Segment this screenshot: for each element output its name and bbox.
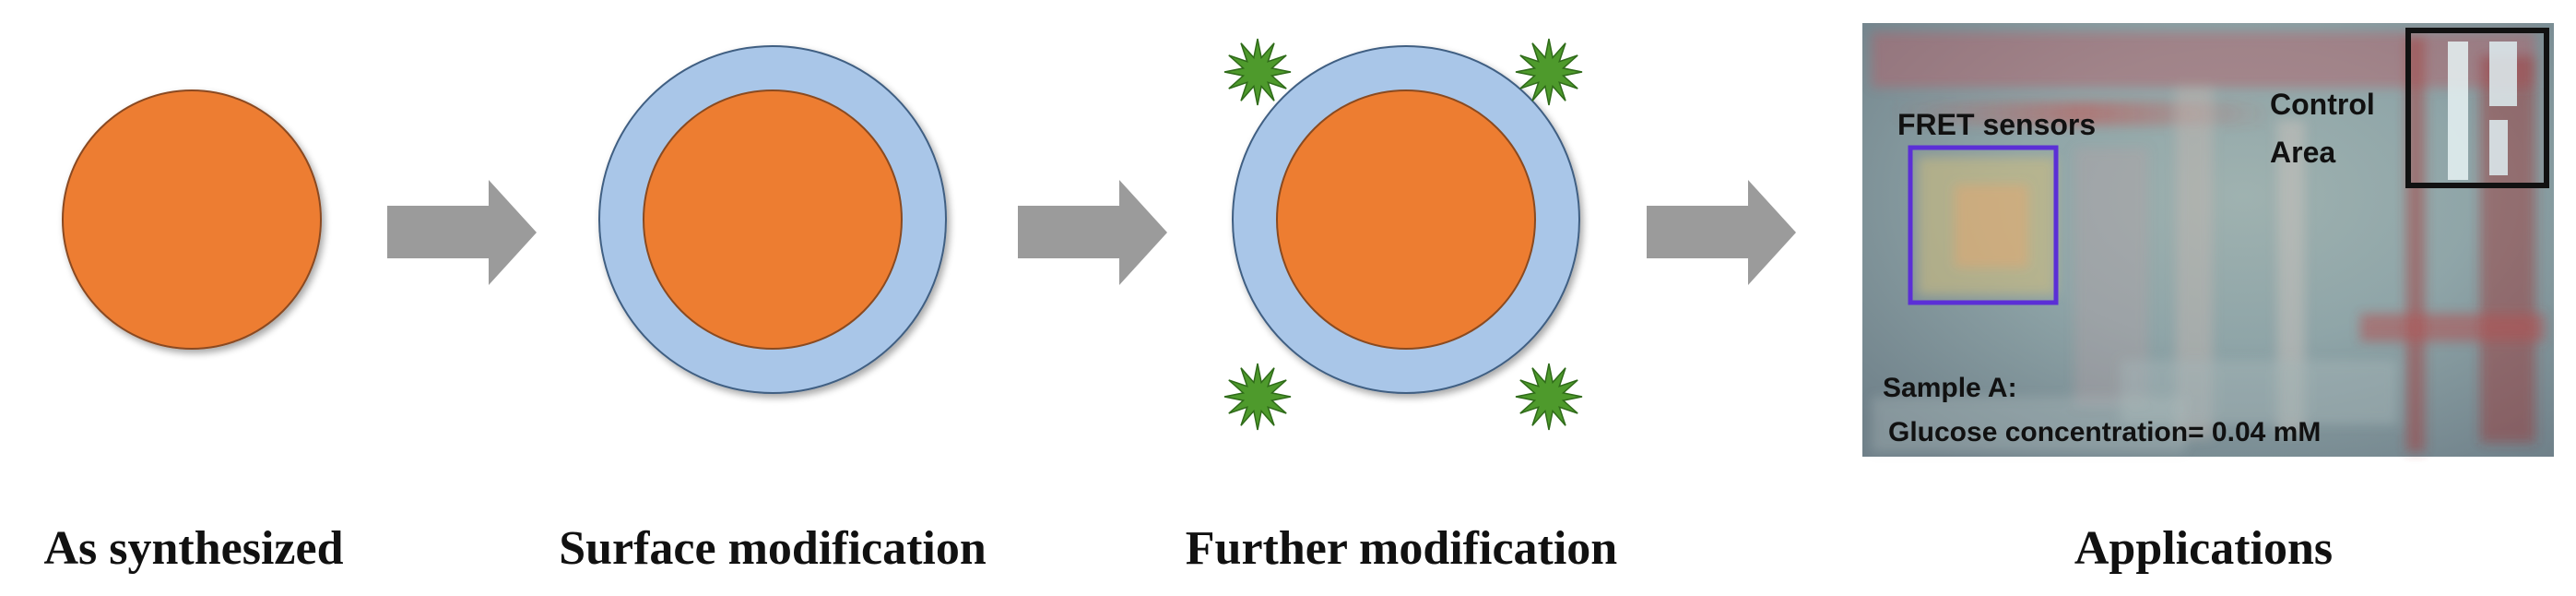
caption-further-modification: Further modification (1185, 522, 1618, 575)
ligand-group (1223, 38, 1583, 431)
control-area-label-2: Area (2270, 136, 2335, 169)
core-particle (1276, 89, 1536, 350)
ligand-star-icon (1223, 38, 1292, 106)
caption-as-synthesized: As synthesized (43, 522, 344, 575)
core-particle (62, 89, 322, 350)
caption-applications: Applications (2074, 522, 2334, 575)
ligand-star-icon (1515, 363, 1583, 431)
arrow-right-icon (1647, 180, 1796, 285)
control-area-box (2405, 28, 2549, 188)
arrow-right-icon (1018, 180, 1167, 285)
ligand-star-icon (1223, 363, 1292, 431)
sample-label: Sample A: (1883, 373, 2017, 403)
caption-surface-modification: Surface modification (559, 522, 987, 575)
application-photo: FRET sensors Control Area Sample A: Gluc… (1862, 23, 2554, 457)
glucose-label: Glucose concentration= 0.04 mM (1888, 417, 2321, 447)
ligand-star-icon (1515, 38, 1583, 106)
arrow-right-icon (387, 180, 537, 285)
core-particle (643, 89, 903, 350)
fret-sensors-label: FRET sensors (1897, 108, 2096, 141)
fret-sensor-box (1908, 145, 2059, 305)
control-area-label: Control (2270, 88, 2375, 121)
